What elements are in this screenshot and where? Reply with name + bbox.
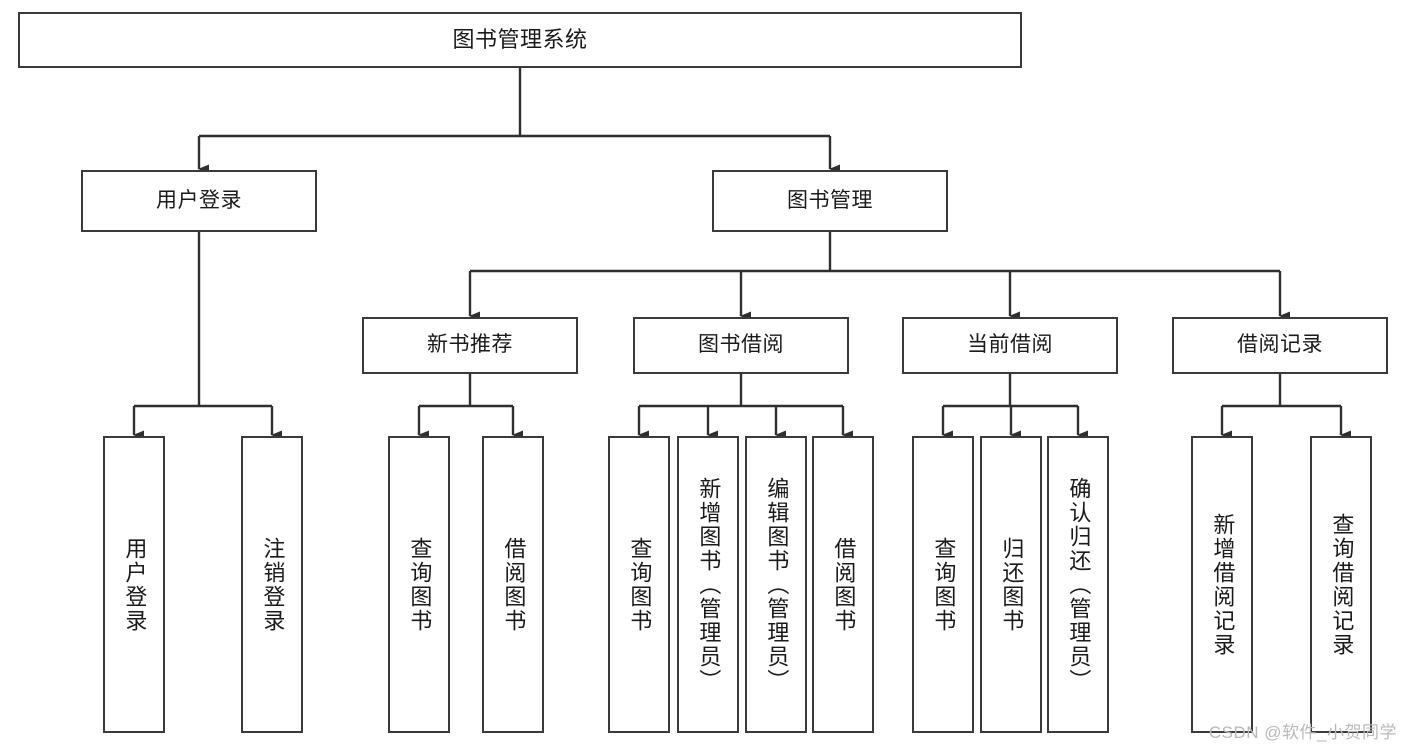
node-label: 图书管理系统 — [452, 27, 588, 53]
node-label: 图书借阅 — [698, 333, 784, 357]
node-c-confirm[interactable]: 确认归还（管理员） — [1047, 436, 1109, 733]
node-login[interactable]: 用户登录 — [81, 170, 317, 232]
node-label: 注销登录 — [260, 536, 286, 633]
node-r-query[interactable]: 查询借阅记录 — [1310, 436, 1372, 733]
node-label: 图书管理 — [787, 188, 873, 212]
node-label: 查询图书 — [931, 536, 957, 633]
node-label: 借阅记录 — [1237, 333, 1323, 357]
node-label: 借阅图书 — [501, 536, 527, 633]
node-root[interactable]: 图书管理系统 — [18, 12, 1022, 68]
node-label: 新增借阅记录 — [1210, 512, 1236, 657]
watermark-text: CSDN @软件_小贺同学 — [1208, 723, 1397, 742]
node-c-query[interactable]: 查询图书 — [912, 436, 974, 733]
node-label: 当前借阅 — [967, 333, 1053, 357]
node-label: 归还图书 — [999, 536, 1025, 633]
node-l-logout[interactable]: 注销登录 — [241, 436, 303, 733]
node-b-query[interactable]: 查询图书 — [608, 436, 670, 733]
node-b-borrow[interactable]: 借阅图书 — [812, 436, 874, 733]
node-label: 编辑图书（管理员） — [764, 476, 790, 693]
node-bookmgmt[interactable]: 图书管理 — [712, 170, 948, 232]
node-records[interactable]: 借阅记录 — [1172, 317, 1388, 374]
node-label: 借阅图书 — [831, 536, 857, 633]
node-label: 查询图书 — [627, 536, 653, 633]
node-c-return[interactable]: 归还图书 — [980, 436, 1042, 733]
node-r-add[interactable]: 新增借阅记录 — [1191, 436, 1253, 733]
node-newbook[interactable]: 新书推荐 — [362, 317, 578, 374]
node-l-login[interactable]: 用户登录 — [103, 436, 165, 733]
node-current[interactable]: 当前借阅 — [902, 317, 1118, 374]
node-b-edit[interactable]: 编辑图书（管理员） — [745, 436, 807, 733]
node-b-add[interactable]: 新增图书（管理员） — [677, 436, 739, 733]
node-borrow[interactable]: 图书借阅 — [633, 317, 849, 374]
node-label: 新书推荐 — [427, 333, 513, 357]
node-label: 用户登录 — [122, 536, 148, 633]
node-n-query[interactable]: 查询图书 — [388, 436, 450, 733]
node-label: 查询借阅记录 — [1329, 512, 1355, 657]
node-label: 新增图书（管理员） — [696, 476, 722, 693]
node-label: 查询图书 — [407, 536, 433, 633]
node-label: 用户登录 — [156, 188, 242, 212]
node-label: 确认归还（管理员） — [1066, 476, 1092, 693]
node-n-borrow[interactable]: 借阅图书 — [482, 436, 544, 733]
